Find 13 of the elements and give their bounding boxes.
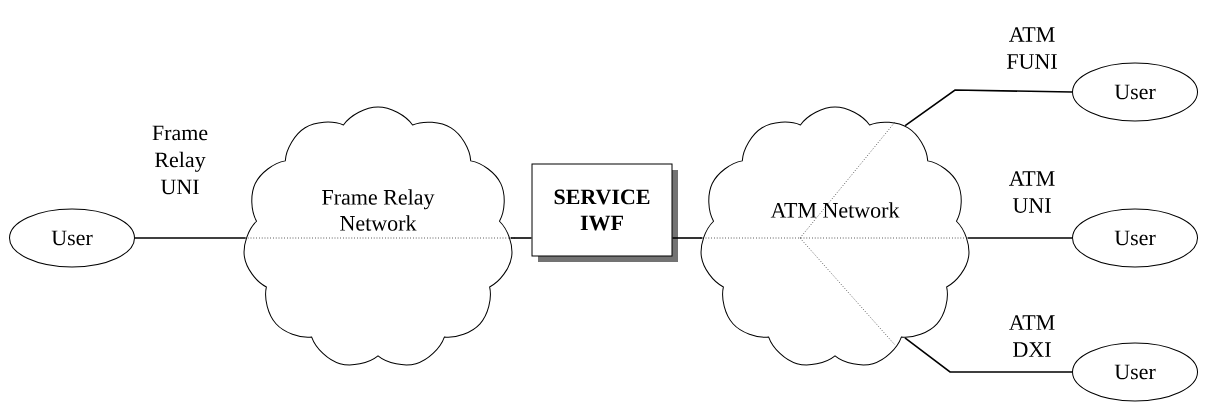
- network-cloud: ATM Network: [700, 106, 970, 366]
- edge-label: ATM UNI: [1009, 171, 1055, 213]
- connector-line: [671, 237, 704, 239]
- connector-line: [509, 237, 533, 239]
- service-box: SERVICE IWF: [531, 163, 678, 262]
- connector-line: [966, 237, 1073, 239]
- connector-line: [134, 237, 247, 239]
- connector-line: [904, 89, 1073, 127]
- edge-label: Frame Relay UNI: [152, 125, 208, 195]
- edge-label: ATM FUNI: [1006, 27, 1057, 69]
- edge-label: ATM DXI: [1009, 315, 1055, 357]
- network-cloud: Frame Relay Network: [243, 106, 513, 366]
- connector-line: [904, 337, 1073, 373]
